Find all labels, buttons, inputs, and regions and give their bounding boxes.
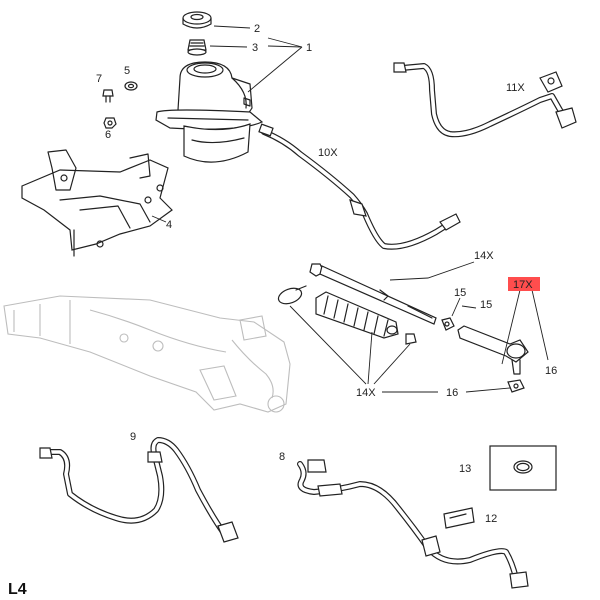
leader-lines <box>151 25 549 393</box>
callout-13: 13 <box>459 463 471 475</box>
callout-15-left: 15 <box>454 287 466 299</box>
callout-16-right: 16 <box>545 365 557 377</box>
callout-14x-bottom: 14X <box>356 387 376 399</box>
callout-7: 7 <box>96 73 102 85</box>
steering-rack-housing <box>3 295 291 413</box>
mounting-bracket[interactable] <box>21 149 173 257</box>
callout-3: 3 <box>252 42 258 54</box>
page-id-label: L4 <box>8 581 27 598</box>
pipe-8[interactable] <box>297 459 529 589</box>
lock-nut-15[interactable] <box>441 317 455 331</box>
pipe-clip-12[interactable] <box>443 507 475 529</box>
callout-5: 5 <box>124 65 130 77</box>
callout-labels: 2 3 1 5 7 6 11X 10X 4 14X 17X 15 15 16 1… <box>8 23 557 598</box>
hose-11x[interactable] <box>393 62 577 138</box>
bolt-part-7[interactable] <box>102 89 114 103</box>
reservoir-filter[interactable] <box>187 39 207 56</box>
callout-2: 2 <box>254 23 260 35</box>
callout-10x: 10X <box>318 147 338 159</box>
callout-1: 1 <box>306 42 312 54</box>
boot-clip[interactable] <box>405 333 417 345</box>
callout-12: 12 <box>485 513 497 525</box>
inner-tie-rod[interactable] <box>309 263 437 325</box>
callout-9: 9 <box>130 431 136 443</box>
seal-ring-13[interactable] <box>513 460 533 474</box>
callout-16-bottom: 16 <box>446 387 458 399</box>
callout-15-right: 15 <box>480 299 492 311</box>
callout-17x: 17X <box>513 279 533 291</box>
bellows-boot[interactable] <box>315 291 399 339</box>
hose-10x[interactable] <box>258 123 461 250</box>
callout-4: 4 <box>166 219 172 231</box>
seal-ring-box <box>489 445 557 491</box>
boot-clamp[interactable] <box>276 285 307 306</box>
callout-11x: 11X <box>506 82 525 94</box>
pipe-9[interactable] <box>39 437 239 543</box>
callout-8: 8 <box>279 451 285 463</box>
reservoir-cap[interactable] <box>182 11 212 29</box>
tie-rod-end[interactable] <box>457 325 529 375</box>
callout-17x-highlight <box>508 277 540 291</box>
callout-14x-top: 14X <box>474 250 494 262</box>
callout-6: 6 <box>105 129 111 141</box>
washer-part-5[interactable] <box>124 81 138 91</box>
castle-nut-16[interactable] <box>507 379 525 393</box>
fluid-reservoir[interactable] <box>155 61 264 163</box>
nut-part-6[interactable] <box>103 117 117 129</box>
